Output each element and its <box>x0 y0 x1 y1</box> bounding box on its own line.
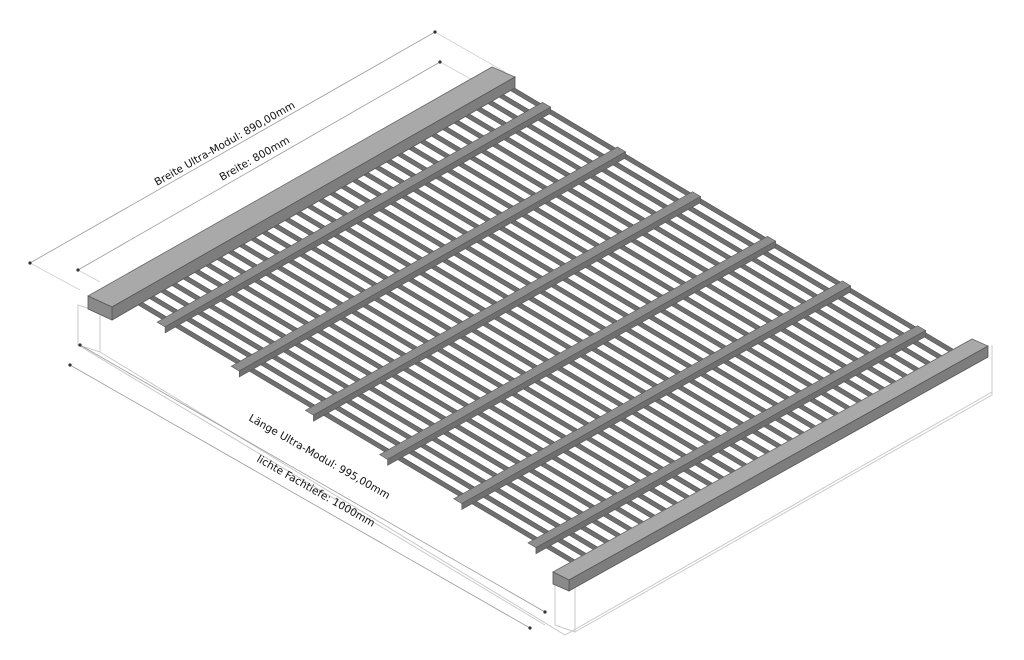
back-rail <box>552 338 989 592</box>
front-rail <box>87 66 516 321</box>
dimension-arrow-ticks <box>28 30 547 630</box>
module-length-dimension-line <box>69 364 531 629</box>
shelf-depth-label: lichte Fachtiefe: 1000mm <box>255 453 377 530</box>
bearing-bar-side <box>535 329 926 555</box>
module-width-dimension-line <box>29 31 436 264</box>
bearing-bar-side <box>387 240 776 466</box>
grating <box>125 80 954 566</box>
bearing-bar-side <box>313 195 701 422</box>
bearing-bar <box>156 101 552 328</box>
width-dimension-line <box>77 61 441 271</box>
dimension-lines <box>29 31 546 629</box>
bearing-bar-side <box>164 106 551 334</box>
bearing-bar-side <box>461 285 851 511</box>
depth-dimension-line <box>79 344 546 613</box>
bearing-bar-side <box>238 151 626 378</box>
shelf-outline <box>77 304 993 636</box>
